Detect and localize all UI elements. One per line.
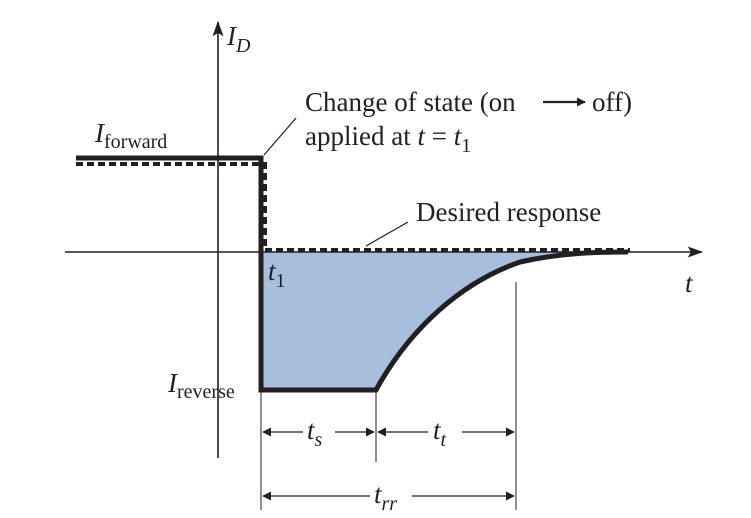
desired-response-curve bbox=[76, 162, 630, 252]
state-change-line2: applied at t = t1 bbox=[305, 121, 471, 157]
desired-response-label: Desired response bbox=[416, 197, 601, 227]
actual-response-curve bbox=[76, 155, 629, 393]
reverse-current-label: Ireverse bbox=[167, 368, 235, 403]
recovery-shaded-region bbox=[261, 252, 628, 390]
state-change-line1: Change of state (on bbox=[305, 87, 516, 117]
forward-current-label: Iforward bbox=[94, 118, 167, 153]
state-change-leader bbox=[263, 117, 297, 156]
y-axis-label: ID bbox=[226, 21, 251, 57]
transition-time-label: tt bbox=[433, 415, 447, 451]
desired-response-leader bbox=[365, 221, 409, 247]
state-change-off-text: off) bbox=[592, 87, 632, 117]
x-axis-label: t bbox=[685, 268, 694, 298]
storage-time-label: ts bbox=[307, 415, 323, 451]
switch-time-label: t1 bbox=[268, 256, 286, 292]
reverse-recovery-time-label: trr bbox=[374, 479, 397, 515]
